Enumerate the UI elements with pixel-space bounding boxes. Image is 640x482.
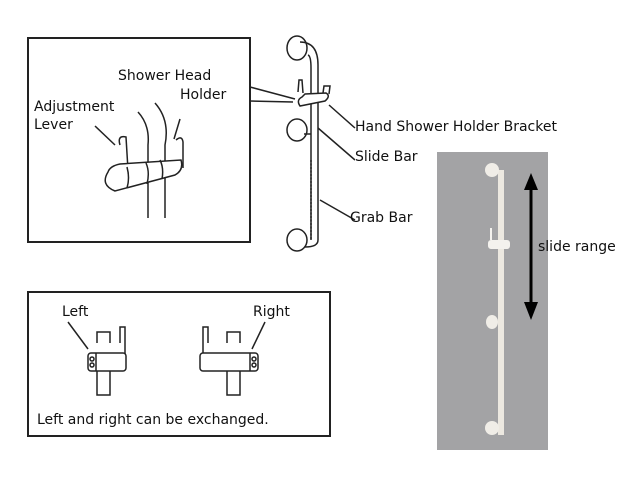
- lever-arrow: [94, 125, 116, 146]
- slide-bar-label: Slide Bar: [355, 149, 418, 165]
- slide-range-label: slide range: [538, 239, 616, 255]
- bracket-label: Hand Shower Holder Bracket: [355, 119, 557, 135]
- exchange-note: Left and right can be exchanged.: [37, 412, 269, 428]
- orientation-box: [27, 291, 331, 437]
- callout-line-bottom: [249, 100, 294, 103]
- grab-bar-label: Grab Bar: [350, 210, 413, 226]
- callout-line-top: [249, 86, 296, 100]
- slide-range-arrow-icon: [524, 173, 538, 320]
- adjustment-lever-label-2: Lever: [34, 117, 73, 133]
- right-holder-icon: [199, 321, 266, 396]
- right-label: Right: [253, 304, 290, 320]
- holder-detail-icon: [94, 102, 184, 218]
- shower-head-holder-label-1: Shower Head: [118, 68, 212, 84]
- grab-bar-icon: [286, 35, 356, 252]
- detail-box: [27, 37, 251, 243]
- left-label: Left: [62, 304, 89, 320]
- left-holder-icon: [67, 321, 127, 396]
- shower-head-holder-label-2: Holder: [180, 87, 227, 103]
- adjustment-lever-label-1: Adjustment: [34, 99, 115, 115]
